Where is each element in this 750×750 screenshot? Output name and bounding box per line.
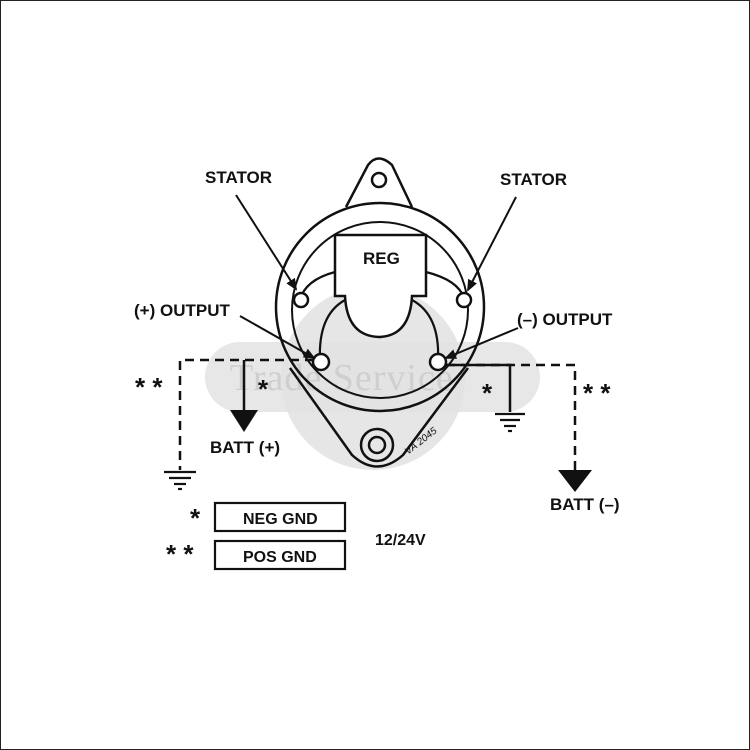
regulator xyxy=(333,233,428,339)
negative-output-terminal xyxy=(428,352,448,372)
ground-symbol-right xyxy=(495,412,525,433)
terminals xyxy=(292,291,473,372)
watermark-text: Trade Service xyxy=(230,357,454,399)
batt-pos-arrow xyxy=(230,410,258,432)
stator-terminal-right xyxy=(455,291,473,309)
pos-gnd-wiring xyxy=(178,358,577,470)
voltage-label: 12/24V xyxy=(375,532,426,549)
negative-output-label: (–) OUTPUT xyxy=(517,310,613,329)
stator-terminal-left xyxy=(292,291,310,309)
pointer-arrows xyxy=(235,194,519,359)
legend-neg-gnd-label: NEG GND xyxy=(243,511,318,528)
ground-symbol-left xyxy=(164,470,196,491)
stator-left-label: STATOR xyxy=(205,168,272,187)
batt-neg-arrow xyxy=(558,470,592,492)
neg-gnd-marker-right: * xyxy=(482,378,493,408)
batt-pos-label: BATT (+) xyxy=(210,438,280,457)
pos-gnd-marker-left: * * xyxy=(135,372,163,402)
positive-output-label: (+) OUTPUT xyxy=(134,301,230,320)
watermark: Trade Service xyxy=(205,286,540,470)
battery-arrows xyxy=(230,410,592,492)
positive-output-terminal xyxy=(311,352,331,372)
legend-pos-gnd-marker: * * xyxy=(166,539,194,569)
neg-gnd-marker-left: * xyxy=(258,374,269,404)
batt-neg-label: BATT (–) xyxy=(550,495,620,514)
alternator-body xyxy=(274,157,486,468)
legend-boxes xyxy=(213,501,347,571)
pos-gnd-marker-right: * * xyxy=(583,378,611,408)
legend-pos-gnd-label: POS GND xyxy=(243,549,317,566)
stator-right-label: STATOR xyxy=(500,170,567,189)
legend-neg-gnd-marker: * xyxy=(190,503,201,533)
regulator-label: REG xyxy=(363,249,400,268)
